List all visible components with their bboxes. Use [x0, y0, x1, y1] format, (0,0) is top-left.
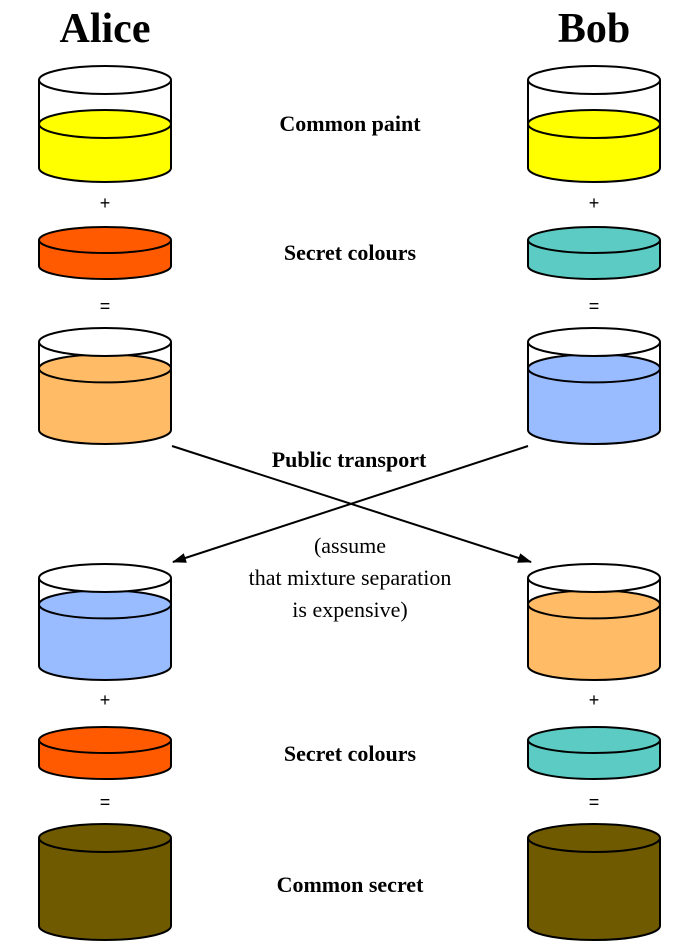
alice-title: Alice	[60, 6, 151, 52]
bob-secret-colour-disc-2	[527, 726, 661, 780]
bob-secret-colour-disc-liquid-surface	[527, 226, 661, 254]
alice-common-secret-can-bottom-rim	[38, 925, 172, 941]
alice-common-paint-can-bottom-rim	[38, 167, 172, 183]
bob-received-mixture-can-bottom-rim	[527, 665, 661, 681]
bob-plus-sign-2: +	[589, 690, 600, 710]
bob-equals-sign-1: =	[589, 296, 600, 316]
alice-secret-colour-disc-2-liquid-surface	[38, 726, 172, 754]
bob-received-mixture-can	[527, 563, 661, 681]
assumption-note-line-2: that mixture separation	[249, 565, 452, 590]
bob-mixture-can-liquid-surface	[527, 353, 661, 384]
bob-secret-colour-disc-2-liquid	[528, 740, 660, 779]
alice-secret-colour-disc-bottom-rim	[38, 265, 172, 280]
alice-mixture-can-liquid-surface	[38, 353, 172, 384]
alice-secret-colour-disc-2	[38, 726, 172, 780]
secret-colours-label-bottom: Secret colours	[284, 741, 417, 766]
alice-received-mixture-can-bottom-rim	[38, 665, 172, 681]
alice-received-mixture-can-liquid	[39, 604, 171, 680]
bob-secret-colour-disc	[527, 226, 661, 280]
bob-mixture-can-bottom-rim	[527, 429, 661, 445]
bob-mixture-can-liquid	[528, 368, 660, 444]
alice-received-mixture-can-liquid-surface	[38, 589, 172, 620]
alice-common-secret-can-liquid-surface	[38, 823, 172, 853]
alice-common-secret-can-liquid	[39, 838, 171, 940]
alice-plus-sign-1: +	[100, 193, 111, 213]
bob-secret-colour-disc-2-liquid-surface	[527, 726, 661, 754]
secret-colours-label-top: Secret colours	[284, 240, 417, 265]
alice-equals-sign-1: =	[100, 296, 111, 316]
alice-secret-colour-disc-2-liquid	[39, 740, 171, 779]
bob-plus-sign-1: +	[589, 193, 600, 213]
assumption-note-line-3: is expensive)	[292, 597, 407, 622]
alice-plus-sign-2: +	[100, 690, 111, 710]
alice-mixture-can-liquid	[39, 368, 171, 444]
alice-common-secret-can	[38, 823, 172, 941]
bob-common-secret-can-liquid	[528, 838, 660, 940]
alice-secret-colour-disc-2-bottom-rim	[38, 765, 172, 780]
public-transport-label: Public transport	[272, 447, 427, 472]
bob-common-paint-can-bottom-rim	[527, 167, 661, 183]
bob-common-paint-can-liquid-surface	[527, 109, 661, 139]
bob-secret-colour-disc-2-bottom-rim	[527, 765, 661, 780]
bob-received-mixture-can-top-rim	[527, 563, 661, 593]
bob-common-secret-can-liquid-surface	[527, 823, 661, 853]
alice-secret-colour-disc-liquid	[39, 240, 171, 279]
bob-common-secret-can	[527, 823, 661, 941]
alice-secret-colour-disc-liquid-surface	[38, 226, 172, 254]
bob-mixture-can-top-rim	[527, 327, 661, 357]
bob-title: Bob	[558, 6, 630, 52]
alice-received-mixture-can	[38, 563, 172, 681]
alice-received-mixture-can-top-rim	[38, 563, 172, 593]
bob-secret-colour-disc-liquid	[528, 240, 660, 279]
bob-common-paint-can	[527, 65, 661, 183]
bob-to-alice-arrow	[172, 445, 529, 563]
alice-secret-colour-disc	[38, 226, 172, 280]
bob-equals-sign-2: =	[589, 792, 600, 812]
bob-received-mixture-can-liquid-surface	[527, 589, 661, 620]
alice-mixture-can	[38, 327, 172, 445]
bob-secret-colour-disc-bottom-rim	[527, 265, 661, 280]
alice-common-paint-can-top-rim	[38, 65, 172, 95]
alice-common-paint-can-liquid	[39, 124, 171, 182]
alice-common-paint-can	[38, 65, 172, 183]
assumption-note-line-1: (assume	[314, 533, 386, 558]
bob-common-secret-can-bottom-rim	[527, 925, 661, 941]
alice-equals-sign-2: =	[100, 792, 111, 812]
common-paint-label: Common paint	[279, 111, 421, 136]
bob-mixture-can	[527, 327, 661, 445]
alice-mixture-can-top-rim	[38, 327, 172, 357]
bob-common-paint-can-top-rim	[527, 65, 661, 95]
bob-common-paint-can-liquid	[528, 124, 660, 182]
alice-common-paint-can-liquid-surface	[38, 109, 172, 139]
bob-received-mixture-can-liquid	[528, 604, 660, 680]
alice-mixture-can-bottom-rim	[38, 429, 172, 445]
common-secret-label: Common secret	[277, 872, 424, 897]
